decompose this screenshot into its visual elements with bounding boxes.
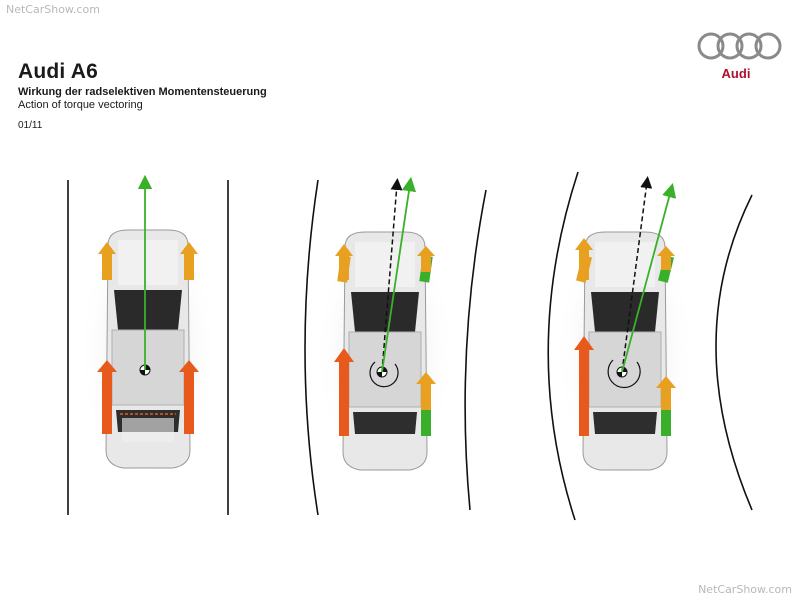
torque-arrow-front-left	[335, 244, 353, 280]
road-curve-moderate	[304, 179, 487, 516]
audi-rings-logo	[697, 32, 782, 60]
torque-arrow-front-right	[180, 242, 198, 278]
torque-arrow-rear-left	[97, 360, 117, 408]
audi-logo-text: Audi	[721, 66, 751, 81]
subtitle-german: Wirkung der radselektiven Momentensteuer…	[18, 86, 267, 98]
torque-arrow-front-right	[417, 246, 435, 272]
rear-wheel-left	[579, 410, 589, 436]
torque-arrow-rear-right	[656, 376, 676, 410]
road-curve-left	[304, 179, 319, 516]
watermark-top-left: NetCarShow.com	[6, 3, 100, 16]
torque-arrow-front-left	[98, 242, 116, 278]
road-straight	[67, 180, 229, 515]
car-body	[582, 231, 668, 471]
page-title: Audi A6	[18, 60, 98, 83]
torque-arrow-rear-right	[416, 372, 436, 410]
rear-wheel-right	[184, 408, 194, 434]
motion-arrow	[381, 176, 417, 373]
rear-wheel-right	[661, 410, 671, 436]
car-tight-curve	[555, 176, 695, 487]
car-body	[105, 229, 191, 469]
road-curve-right	[715, 194, 753, 511]
torque-arrow-rear-left	[334, 348, 354, 410]
torque-arrow-rear-left	[574, 336, 594, 410]
car-moderate-curve	[315, 176, 455, 487]
page-number: 01/11	[18, 120, 43, 131]
torque-arrow-front-right	[657, 246, 675, 270]
road-curve-right	[464, 189, 487, 511]
rear-wheel-left	[102, 408, 112, 434]
watermark-bottom-right: NetCarShow.com	[698, 583, 792, 596]
rear-wheel-right	[421, 410, 431, 436]
road-curve-tight	[547, 171, 753, 521]
motion-arrow	[621, 183, 677, 373]
rear-wheel-left	[339, 410, 349, 436]
car-straight	[78, 174, 218, 485]
torque-arrow-front-left	[575, 238, 593, 280]
road-curve-left	[547, 171, 579, 521]
torque-arrow-rear-right	[179, 360, 199, 408]
subtitle-english: Action of torque vectoring	[18, 99, 143, 111]
